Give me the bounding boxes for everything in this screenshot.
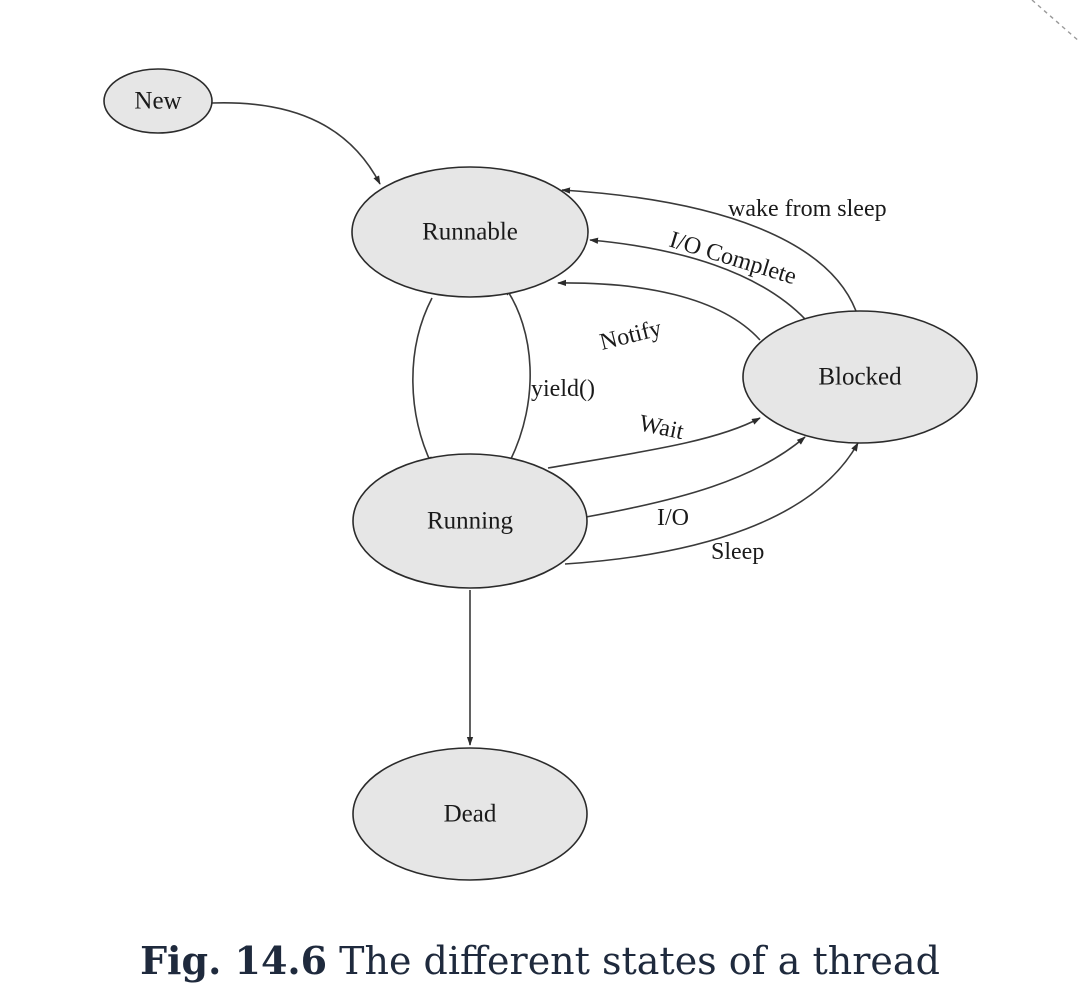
corner-decoration xyxy=(1031,0,1080,43)
state-runnable-shape xyxy=(351,166,589,298)
state-blocked: Blocked xyxy=(742,310,978,444)
edge-notify xyxy=(557,279,761,341)
label-wait: Wait xyxy=(637,410,686,445)
edge-sleep xyxy=(564,442,859,565)
label-notify: Notify xyxy=(597,315,664,355)
state-new-label: New xyxy=(134,88,181,115)
state-running: Running xyxy=(352,453,588,589)
label-wake-from-sleep: wake from sleep xyxy=(728,196,887,222)
edge-running-to-runnable-yield xyxy=(504,286,531,462)
state-dead-shape xyxy=(352,747,588,881)
edge-new-to-runnable xyxy=(211,102,381,185)
edge-io xyxy=(585,436,806,518)
state-new-shape xyxy=(103,68,213,134)
state-running-label: Running xyxy=(427,508,514,535)
figure-caption-text: The different states of a thread xyxy=(339,939,940,983)
state-dead-label: Dead xyxy=(444,801,497,828)
state-new: New xyxy=(103,68,213,134)
label-io: I/O xyxy=(657,505,689,531)
state-dead: Dead xyxy=(352,747,588,881)
edge-wait xyxy=(547,417,761,469)
state-running-shape xyxy=(352,453,588,589)
figure-number: Fig. 14.6 xyxy=(140,938,328,983)
label-yield: yield() xyxy=(531,376,595,402)
edge-io-complete xyxy=(589,237,807,321)
edge-runnable-to-running xyxy=(412,297,433,466)
state-runnable: Runnable xyxy=(351,166,589,298)
state-blocked-label: Blocked xyxy=(818,364,902,391)
label-io-complete: I/O Complete xyxy=(666,227,799,290)
thread-state-diagram: New Runnable Blocked Running Dead wake f… xyxy=(103,0,1080,881)
figure-caption: Fig. 14.6 The different states of a thre… xyxy=(0,938,1080,983)
edge-wake-from-sleep xyxy=(561,187,857,312)
state-runnable-label: Runnable xyxy=(422,219,518,246)
label-sleep: Sleep xyxy=(711,539,764,565)
state-blocked-shape xyxy=(742,310,978,444)
